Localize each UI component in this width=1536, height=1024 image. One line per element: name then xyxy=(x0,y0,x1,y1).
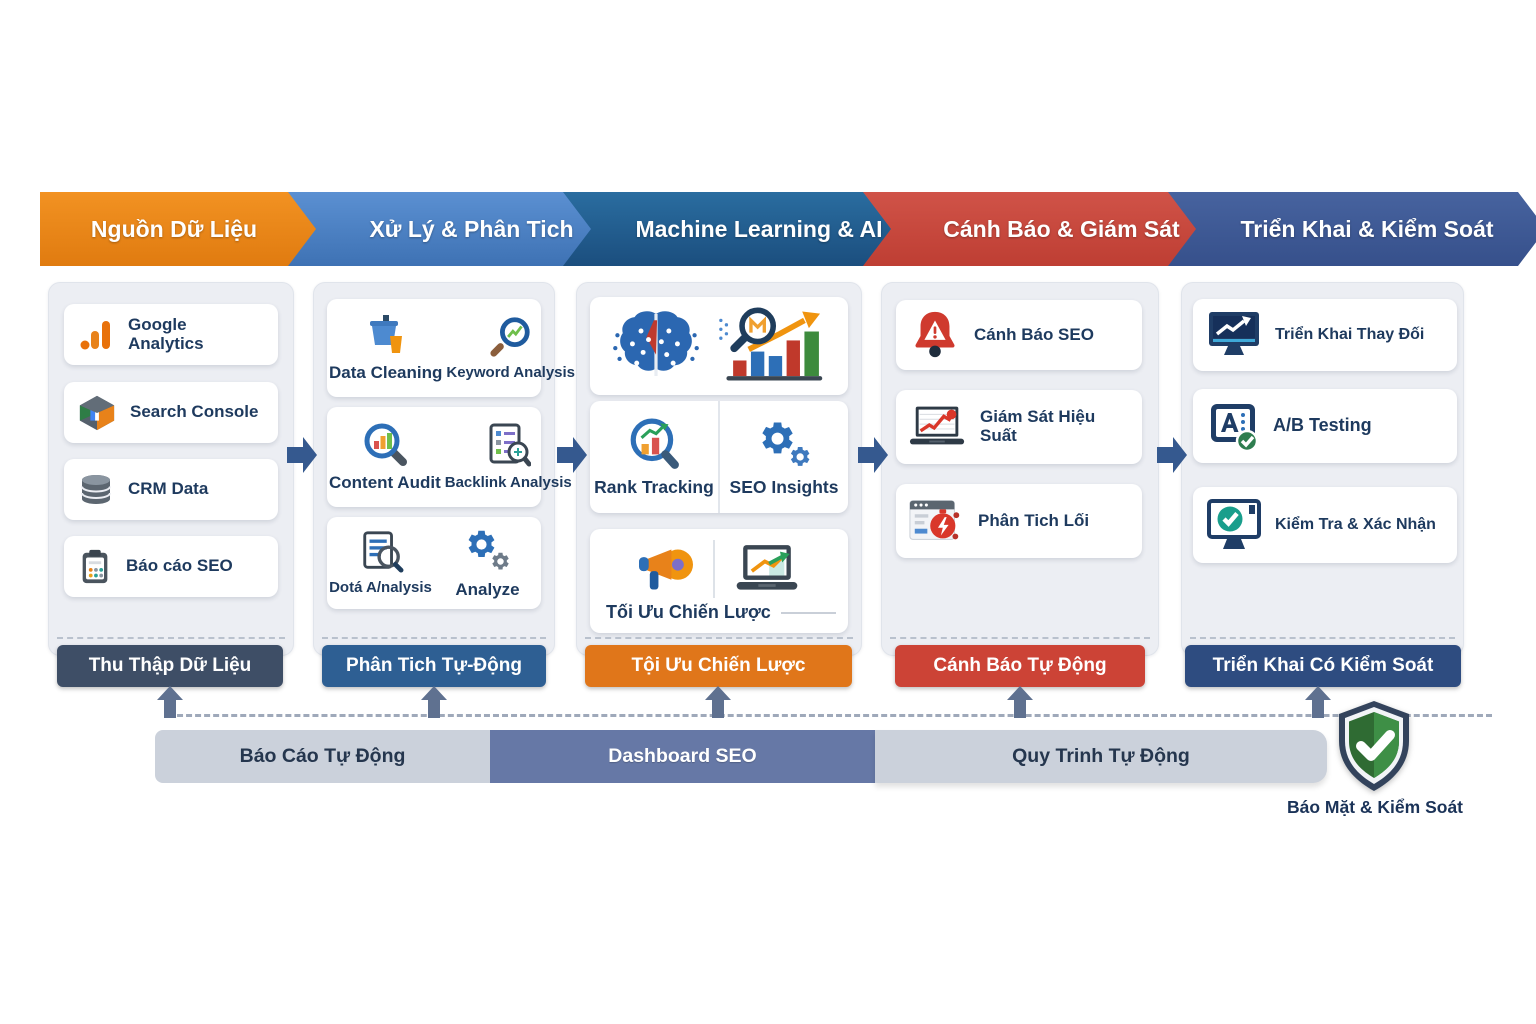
item-label: Triển Khai Thay Đối xyxy=(1275,326,1425,344)
ml-chart-search-icon xyxy=(715,307,827,385)
shield-check-icon xyxy=(1332,698,1416,796)
data-cleaning-icon xyxy=(363,313,409,357)
stage-footer-controlled-deployment: Triển Khai Có Kiểm Soát xyxy=(1185,645,1461,687)
stage-panel-processing: Data Cleaning Keyword Analysis Content A… xyxy=(313,282,575,656)
list-item: Search Console xyxy=(64,382,278,443)
list-item: A/B Testing xyxy=(1193,389,1457,463)
performance-monitor-icon xyxy=(908,402,968,452)
card-ai-icons xyxy=(590,297,848,395)
item-label: Giám Sát Hiệu Suất xyxy=(980,407,1096,445)
pair-cell: Keyword Analysis xyxy=(444,299,577,397)
list-item: Google Analytics xyxy=(64,304,278,365)
item-label: Google Analytics xyxy=(128,314,204,353)
pair-cell: Content Audit xyxy=(327,407,443,507)
up-arrow-icon xyxy=(1007,686,1033,718)
list-item: Cánh Báo SEO xyxy=(896,300,1142,370)
ab-testing-icon xyxy=(1205,399,1261,453)
item-label: Analyze xyxy=(455,580,520,600)
content-audit-icon xyxy=(361,421,409,467)
stage-header-deployment: Triển Khai & Kiểm Soát xyxy=(1168,192,1536,266)
card-analysis-analyze: Dotá A/nalysis Analyze xyxy=(327,517,541,609)
list-item: CRM Data xyxy=(64,459,278,520)
item-label: Phân Tich Lối xyxy=(978,510,1090,530)
data-analysis-icon xyxy=(358,529,404,573)
alert-bell-icon xyxy=(908,307,962,363)
google-analytics-icon xyxy=(76,315,116,355)
ai-brain-icon xyxy=(611,307,701,385)
card-cleaning-keyword: Data Cleaning Keyword Analysis xyxy=(327,299,575,397)
stage-footer-auto-analysis: Phân Tich Tự-Động xyxy=(322,645,546,687)
up-arrow-icon xyxy=(1305,686,1331,718)
keyword-analysis-icon xyxy=(488,314,534,358)
item-label: Báo cáo SEO xyxy=(126,556,233,576)
divider xyxy=(713,540,715,599)
list-item: Báo cáo SEO xyxy=(64,536,278,597)
pair-cell: Data Cleaning xyxy=(327,299,444,397)
backlink-analysis-icon xyxy=(485,422,532,468)
item-label: CRM Data xyxy=(128,479,209,499)
bottom-segment-auto-reports: Báo Cáo Tự Động xyxy=(155,730,490,783)
stage-footer-auto-alerts: Cánh Báo Tự Động xyxy=(895,645,1145,687)
item-label: A/B Testing xyxy=(1273,415,1372,436)
analyze-gears-icon xyxy=(464,526,512,574)
bottom-segment-seo-dashboard: Dashboard SEO xyxy=(490,730,875,783)
divider xyxy=(780,612,836,615)
flow-arrow-icon xyxy=(287,437,317,473)
card-rank-insights: Rank Tracking SEO Insights xyxy=(590,401,848,513)
security-label: Báo Mặt & Kiểm Soát xyxy=(1287,797,1463,817)
item-label: Cánh Báo SEO xyxy=(974,324,1094,344)
error-analysis-icon xyxy=(908,496,966,546)
item-label: Dotá A/nalysis xyxy=(329,579,432,597)
list-item: Giám Sát Hiệu Suất xyxy=(896,390,1142,464)
stage-footer-strategy-optimization: Tội Ưu Chiến Lược xyxy=(585,645,852,687)
list-item: Phân Tich Lối xyxy=(896,484,1142,558)
item-label: Data Cleaning xyxy=(329,363,443,383)
item-label: Search Console xyxy=(130,402,259,422)
item-label: Tối Ưu Chiến Lược xyxy=(606,602,771,623)
deploy-monitor-icon xyxy=(1205,310,1263,360)
flow-arrow-icon xyxy=(858,437,888,473)
pair-cell: Analyze xyxy=(434,517,541,609)
seo-report-icon xyxy=(76,547,114,587)
item-label: SEO Insights xyxy=(729,476,839,497)
up-arrow-icon xyxy=(157,686,183,718)
item-label: Rank Tracking xyxy=(594,476,714,497)
item-label: Keyword Analysis xyxy=(446,364,576,382)
stage-header-alerts: Cánh Báo & Giám Sát xyxy=(863,192,1240,266)
seo-insights-gears-icon xyxy=(756,417,812,471)
list-item: Triển Khai Thay Đối xyxy=(1193,299,1457,371)
verify-monitor-icon xyxy=(1205,498,1263,552)
item-label: Kiểm Tra & Xác Nhận xyxy=(1275,516,1436,534)
stage-panel-deployment: Triển Khai Thay Đối A/B Testing Kiểm Tra… xyxy=(1181,282,1464,656)
item-label: Backlink Analysis xyxy=(444,474,572,492)
megaphone-icon xyxy=(635,542,697,596)
card-audit-backlink: Content Audit Backlink Analysis xyxy=(327,407,572,507)
item-label: Content Audit xyxy=(329,473,441,493)
bottom-segment-automated-process: Quy Trinh Tự Động xyxy=(875,730,1327,783)
rank-tracking-icon xyxy=(627,417,681,471)
search-console-icon xyxy=(76,394,118,432)
stage-footer-data-collection: Thu Thập Dữ Liệu xyxy=(57,645,283,687)
up-arrow-icon xyxy=(421,686,447,718)
laptop-growth-icon xyxy=(731,543,803,595)
flow-arrow-icon xyxy=(1157,437,1187,473)
strategy-icons xyxy=(590,529,848,601)
flow-arrow-icon xyxy=(557,437,587,473)
stage-header-data-sources: Nguồn Dữ Liệu xyxy=(40,192,330,266)
pair-cell: Dotá A/nalysis xyxy=(327,517,434,609)
pair-cell: SEO Insights xyxy=(718,401,848,513)
database-icon xyxy=(76,470,116,510)
list-item: Kiểm Tra & Xác Nhận xyxy=(1193,487,1457,563)
pair-cell: Rank Tracking xyxy=(590,401,718,513)
feedback-dashed-line xyxy=(168,714,1492,717)
stage-panel-data-sources: Google Analytics Search Console CRM Data… xyxy=(48,282,294,656)
strategy-label-row: Tối Ưu Chiến Lược xyxy=(590,601,848,633)
stage-panel-alerts: Cánh Báo SEO Giám Sát Hiệu Suất Phân Tic… xyxy=(881,282,1159,656)
up-arrow-icon xyxy=(705,686,731,718)
card-strategy-optimization: Tối Ưu Chiến Lược xyxy=(590,529,848,633)
stage-panel-machine-learning: Rank Tracking SEO Insights Tối Ưu Ch xyxy=(576,282,862,656)
pair-cell: Backlink Analysis xyxy=(443,407,574,507)
